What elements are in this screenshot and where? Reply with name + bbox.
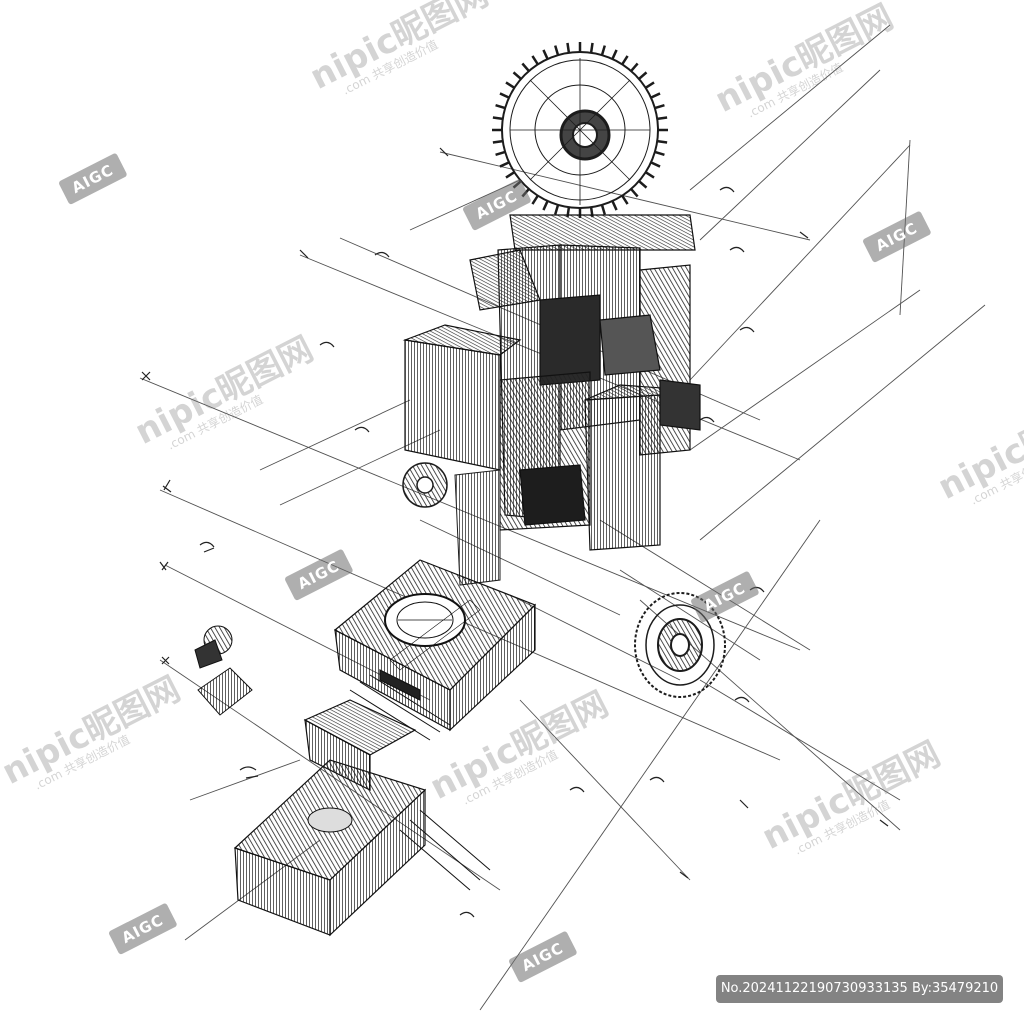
gear-tooth [499, 161, 510, 168]
gear-tooth [554, 204, 560, 215]
gear-tooth [566, 42, 571, 53]
gear-tooth [589, 42, 594, 53]
gear-tooth [630, 62, 639, 72]
gear-tooth [621, 194, 629, 205]
gear-tooth [542, 200, 549, 211]
gear-tooth [499, 92, 510, 99]
gear-tooth [644, 171, 655, 179]
gear-tooth [611, 200, 618, 211]
gear-tooth [644, 81, 655, 89]
gear-tooth [521, 62, 530, 72]
gear-tooth [611, 49, 618, 60]
gear-tooth [654, 104, 665, 110]
small-left-parts [194, 625, 253, 716]
gear-tooth [492, 116, 503, 121]
gear-tooth [600, 45, 606, 56]
gear-tooth [521, 188, 530, 198]
gear-tooth [512, 71, 522, 80]
gear-tooth [650, 161, 661, 168]
gear-tooth [657, 139, 668, 144]
dimension-marks [141, 147, 889, 918]
gear-tooth [495, 104, 506, 110]
gear-tooth [638, 71, 648, 80]
gear-tooth [505, 171, 516, 179]
gear-tooth [650, 92, 661, 99]
lower-block [233, 699, 427, 937]
gear-tooth [600, 204, 606, 215]
right-gear [634, 592, 726, 698]
gear-tooth [495, 150, 506, 156]
gear-tooth [630, 188, 639, 198]
central-tower [402, 214, 701, 551]
mid-gear [402, 462, 501, 586]
gear-tooth [505, 81, 516, 89]
gear-tooth [542, 49, 549, 60]
gear-tooth [657, 116, 668, 121]
middle-platform [333, 559, 537, 732]
gear-tooth [638, 180, 648, 189]
top-gear [492, 42, 668, 218]
gear-tooth [531, 194, 539, 205]
gear-tooth [654, 150, 665, 156]
gear-tooth [492, 139, 503, 144]
image-id-badge: No.20241122190730933135 By:35479210 [716, 975, 1003, 1003]
gear-tooth [531, 55, 539, 66]
gear-tooth [621, 55, 629, 66]
gear-tooth [554, 45, 560, 56]
